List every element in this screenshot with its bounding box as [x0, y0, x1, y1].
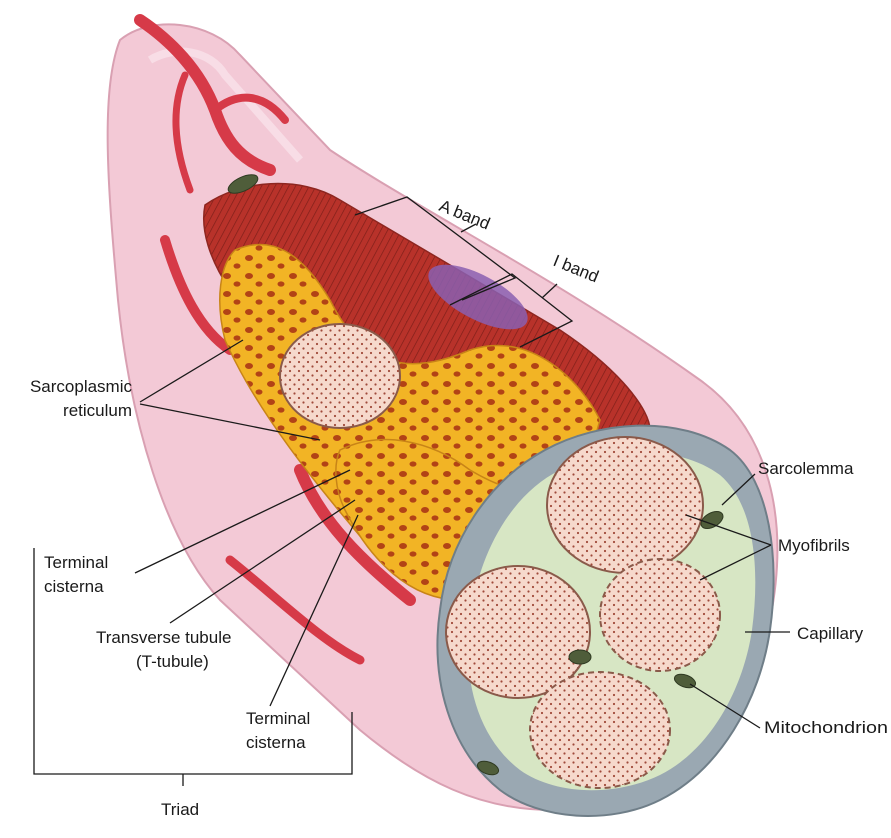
terminal-cisterna-left-label-2: cisterna — [44, 577, 104, 596]
transverse-tubule-label-2: (T-tubule) — [136, 652, 209, 671]
triad-label: Triad — [161, 800, 199, 819]
terminal-cisterna-right-label-2: cisterna — [246, 733, 306, 752]
i-band-label: I band — [551, 251, 602, 286]
myofibril — [280, 324, 400, 428]
myofibril — [530, 672, 670, 788]
sarcoplasmic-reticulum-label-2: reticulum — [63, 401, 132, 420]
myofibril — [600, 559, 720, 671]
terminal-cisterna-right-label: Terminal — [246, 709, 310, 728]
mitochondrion-label: Mitochondrion — [764, 718, 888, 737]
sarcolemma-label: Sarcolemma — [758, 459, 854, 478]
transverse-tubule-label: Transverse tubule — [96, 628, 231, 647]
sarcoplasmic-reticulum-label: Sarcoplasmic — [30, 377, 133, 396]
myofibril — [446, 566, 590, 698]
capillary-label: Capillary — [797, 624, 864, 643]
terminal-cisterna-left-label: Terminal — [44, 553, 108, 572]
myofibrils-label: Myofibrils — [778, 536, 850, 555]
myofibril — [547, 437, 703, 573]
